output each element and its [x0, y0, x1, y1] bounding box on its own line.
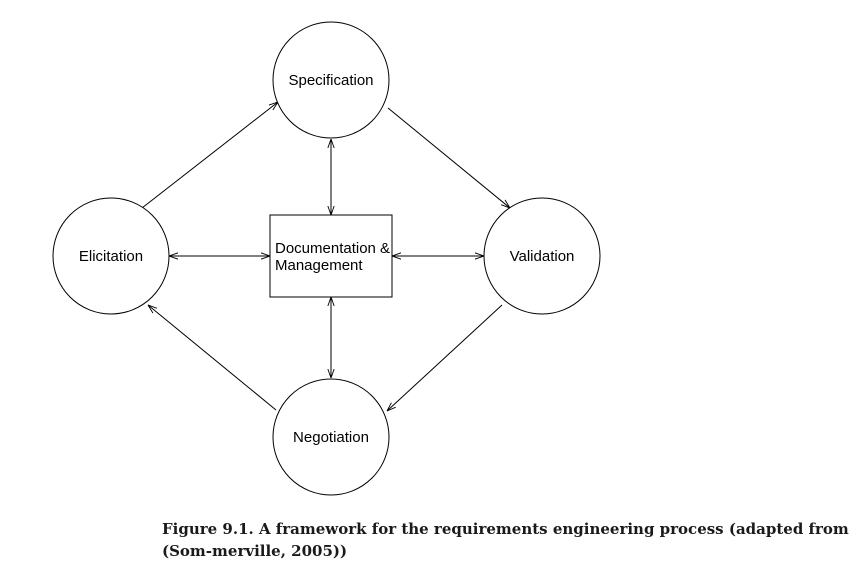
node-documentation-label-line2: Management: [275, 257, 363, 274]
edge-negotiation-to-elicitation: [148, 305, 277, 411]
node-documentation-label-line1: Documentation &: [275, 240, 390, 257]
node-negotiation-label: Negotiation: [293, 429, 369, 446]
node-specification-label: Specification: [288, 72, 373, 89]
node-elicitation: Elicitation: [52, 197, 170, 315]
figure-caption-line2: (Som-merville, 2005)): [162, 542, 348, 560]
node-elicitation-label: Elicitation: [79, 248, 143, 265]
edge-specification-to-validation: [387, 107, 510, 208]
node-validation: Validation: [483, 197, 601, 315]
node-negotiation: Negotiation: [272, 378, 390, 496]
node-documentation: Documentation & Management: [269, 214, 393, 298]
requirements-framework-diagram: Specification Elicitation Validation Neg…: [52, 21, 601, 496]
figure-caption: Figure 9.1. A framework for the requirem…: [162, 518, 849, 562]
edge-validation-to-negotiation: [387, 304, 503, 411]
node-validation-label: Validation: [510, 248, 575, 265]
figure-caption-line1: Figure 9.1. A framework for the requirem…: [162, 520, 849, 538]
node-specification: Specification: [272, 21, 390, 139]
edge-elicitation-to-specification: [141, 102, 278, 209]
